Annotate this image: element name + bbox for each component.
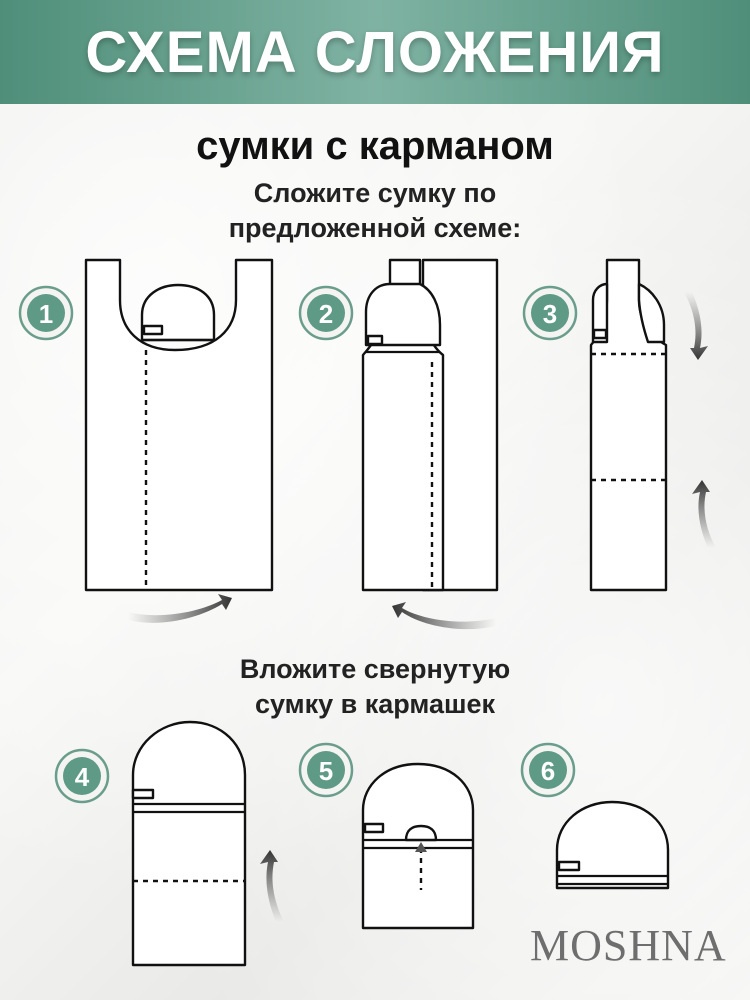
step-5-pocket-tab [363,822,385,834]
step-4-badge: 4 [54,748,110,804]
step-1-pocket-tab [142,324,164,336]
subtitle: сумки с карманом [196,124,554,168]
step-1-arrow-icon [128,594,232,623]
step-2-number: 2 [319,299,333,329]
instruction-insert: Вложите свернутую сумку в кармашек [0,652,750,722]
step-6-pocket-tab [557,860,581,872]
step-3-pocket-tab [592,328,608,340]
step-4-arrow-icon [260,850,284,922]
step-4: 4 [54,720,284,967]
step-2-arrow-icon [392,602,496,630]
step-3-arrow-down-icon [684,292,708,360]
step-3: 3 [522,258,716,592]
step-1-badge: 1 [18,285,74,341]
step-6-badge: 6 [520,742,576,798]
step-3-arrow-up-icon [692,480,716,548]
step-5-pocket-opening [404,824,438,842]
step-4-bag-outline [131,720,247,967]
step-2-pocket-tab [366,334,384,346]
step-5-insert-arrow-icon [415,842,427,852]
step-6-bag-outline [555,800,670,890]
instruction-insert-line2: сумку в кармашек [254,689,496,719]
step-3-pocket [591,282,609,344]
step-3-number: 3 [543,299,557,329]
step-1: 1 [18,258,274,623]
step-6-number: 6 [541,756,555,786]
step-4-pocket-tab [131,788,155,800]
step-6: 6 [520,742,670,890]
instruction-fold: Сложите сумку по предложенной схеме: [0,176,750,246]
step-2: 2 [298,258,499,630]
step-5-badge: 5 [298,742,354,798]
step-1-number: 1 [39,299,53,329]
step-5: 5 [298,742,475,930]
step-5-number: 5 [319,756,333,786]
instruction-insert-line1: Вложите свернутую [239,654,511,684]
page-title: СХЕМА СЛОЖЕНИЯ [85,19,665,85]
step-4-number: 4 [75,762,90,792]
step-2-pocket [364,282,442,347]
step-5-bag-outline [361,762,475,930]
header-banner: СХЕМА СЛОЖЕНИЯ [0,0,750,104]
instruction-fold-line1: Сложите сумку по [253,178,497,208]
brand-logo: MOSHNA [530,921,727,970]
step-3-badge: 3 [522,285,578,341]
instruction-fold-line2: предложенной схеме: [228,213,522,243]
step-1-bag-outline [84,258,274,592]
step-2-badge: 2 [298,285,354,341]
